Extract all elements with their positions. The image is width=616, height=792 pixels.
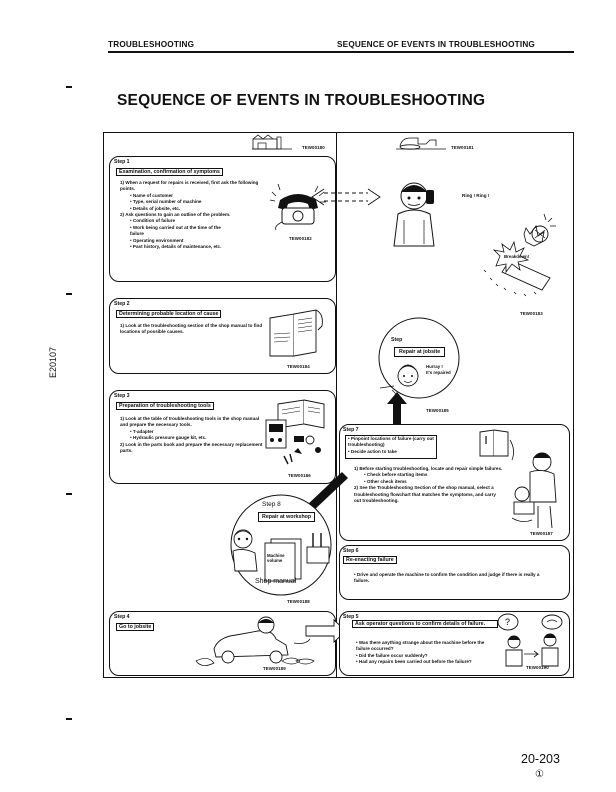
up-arrow xyxy=(387,392,407,432)
step8-code: TEW00188 xyxy=(287,599,310,604)
step6-panel xyxy=(339,545,570,600)
breakdown-text: Breakdown! xyxy=(504,254,530,259)
header-right: SEQUENCE OF EVENTS IN TROUBLESHOOTING xyxy=(337,40,536,49)
step1-bullet: • Operating environment xyxy=(130,237,184,243)
ring-text: Ring ! Ring ! xyxy=(462,193,490,198)
bubble-code: TEW00185 xyxy=(426,408,449,413)
troubleshooting-tools-illustration xyxy=(265,399,325,465)
operator-questions-illustration: ? xyxy=(497,613,563,667)
step7-bullet-box xyxy=(345,435,437,459)
drive-to-jobsite-illustration xyxy=(195,616,315,666)
margin-mark xyxy=(66,86,72,88)
step7-bullet: • Decide action to take xyxy=(348,448,397,454)
jobsite-machine-icon xyxy=(396,137,446,150)
step4-code: TEW00189 xyxy=(263,666,286,671)
margin-mark xyxy=(66,718,72,720)
step3-text: 1) Look at the table of troubleshooting … xyxy=(120,416,268,454)
side-code: E20107 xyxy=(48,346,58,378)
phone-code: TEW00183 xyxy=(520,311,543,316)
step3-heading: Preparation of troubleshooting tools xyxy=(116,402,214,410)
operator-calling-illustration xyxy=(393,182,435,247)
step7-bullets: • Pinpoint locations of failure (carry o… xyxy=(348,436,436,455)
step8-shop-manual: Shop manual xyxy=(255,578,297,585)
step6-heading: Re-enacting failure xyxy=(343,556,397,564)
step3-item2: 2) Look in the parts book and prepare th… xyxy=(120,441,263,454)
step3-item1: 1) Look at the table of troubleshooting … xyxy=(120,416,260,428)
step1-bullet: • Name of customer xyxy=(130,192,173,198)
breakdown-illustration xyxy=(483,213,556,297)
repair-at-jobsite-bubble xyxy=(378,317,460,399)
step5-label: Step 5 xyxy=(343,614,359,620)
step7-label: Step 7 xyxy=(343,427,359,433)
step1-bullet: • Work being carried out at the time of … xyxy=(130,224,221,237)
step3-code: TEW00186 xyxy=(288,473,311,478)
step1-bullet: • Details of jobsite, etc. xyxy=(130,205,181,211)
step5-bullets: • Was there anything strange about the m… xyxy=(356,640,496,666)
step1-code: TEW00182 xyxy=(289,236,312,241)
step1-bullet: • Type, serial number of machine xyxy=(130,199,202,205)
step8-label: Step 8 xyxy=(262,501,281,508)
column-code-right: TEW00181 xyxy=(451,145,474,150)
header-left: TROUBLESHOOTING xyxy=(108,40,195,49)
step7-bullet: • Other check items xyxy=(364,478,407,484)
step3-bullet: • Hydraulic pressure gauge kit, etc. xyxy=(130,435,207,441)
step5-heading: Ask operator questions to confirm detail… xyxy=(352,620,498,628)
step6-bullet: • Drive and operate the machine to confi… xyxy=(354,572,540,584)
margin-mark xyxy=(66,493,72,495)
step7-bullet: • Check before starting items xyxy=(364,472,428,478)
step6-label: Step 6 xyxy=(343,548,359,554)
page-number: 20-203 xyxy=(521,752,560,766)
workshop-icon xyxy=(252,134,292,150)
ringing-telephone-illustration xyxy=(269,183,326,231)
column-code-left: TEW00180 xyxy=(302,145,325,150)
mechanic-troubleshooting-illustration xyxy=(509,439,557,529)
column-divider xyxy=(336,132,337,678)
step4-label: Step 4 xyxy=(114,614,130,620)
repaired-text: It's repaired xyxy=(426,370,451,375)
page-title: SEQUENCE OF EVENTS IN TROUBLESHOOTING xyxy=(117,92,486,109)
step7-item2: 2) See the Troubleshooting Section of th… xyxy=(354,485,496,504)
step7-bullet: • Pinpoint locations of failure (carry o… xyxy=(348,436,434,448)
step7-text: 1) Before starting troubleshooting, loca… xyxy=(354,466,504,504)
step4-heading: Go to jobsite xyxy=(116,623,155,631)
step8-machine-volume: Machine volume xyxy=(267,553,285,564)
step5-bullet: • Was there anything strange about the m… xyxy=(356,640,485,652)
shop-manual-open-illustration xyxy=(269,309,323,357)
step8-box: Repair at workshop xyxy=(258,512,316,522)
call-double-arrow xyxy=(311,188,381,206)
step1-bullet: • Past history, details of maintenance, … xyxy=(130,244,222,250)
step7-item1: 1) Before starting troubleshooting, loca… xyxy=(354,466,503,471)
step1-label: Step 1 xyxy=(114,159,130,165)
repair-at-jobsite-box: Repair at jobsite xyxy=(394,347,446,357)
step3-bullet: • T-adapter xyxy=(130,428,154,434)
revision-mark: ① xyxy=(535,769,544,780)
step1-item1: 1) When a request for repairs is receive… xyxy=(120,180,259,192)
svg-text:?: ? xyxy=(505,617,510,627)
step1-item2: 2) Ask questions to gain an outline of t… xyxy=(120,212,231,218)
step5-bullet: • Had any repairs been carried out befor… xyxy=(356,659,472,665)
step1-bullet: • Condition of failure xyxy=(130,218,175,224)
bubble-step-label: Step xyxy=(391,337,403,343)
step1-text: 1) When a request for repairs is receive… xyxy=(120,180,270,250)
step2-heading: Determining probable location of cause xyxy=(116,310,222,318)
step3-label: Step 3 xyxy=(114,393,130,399)
step5-bullet: • Did the failure occur suddenly? xyxy=(356,652,428,658)
margin-mark xyxy=(66,293,72,295)
step2-code: TEW00184 xyxy=(287,364,310,369)
step5-code: TEW00190 xyxy=(526,665,549,670)
step2-item1: 1) Look at the troubleshooting section o… xyxy=(120,323,263,335)
step7-code: TEW00187 xyxy=(530,531,553,536)
header-rule xyxy=(108,51,574,53)
step2-label: Step 2 xyxy=(114,301,130,307)
diagram-frame xyxy=(103,132,574,678)
step1-heading: Examination, confirmation of symptoms xyxy=(116,168,223,176)
hurray-text: Hurray ! xyxy=(426,364,443,369)
manual-book-icon xyxy=(479,429,509,457)
